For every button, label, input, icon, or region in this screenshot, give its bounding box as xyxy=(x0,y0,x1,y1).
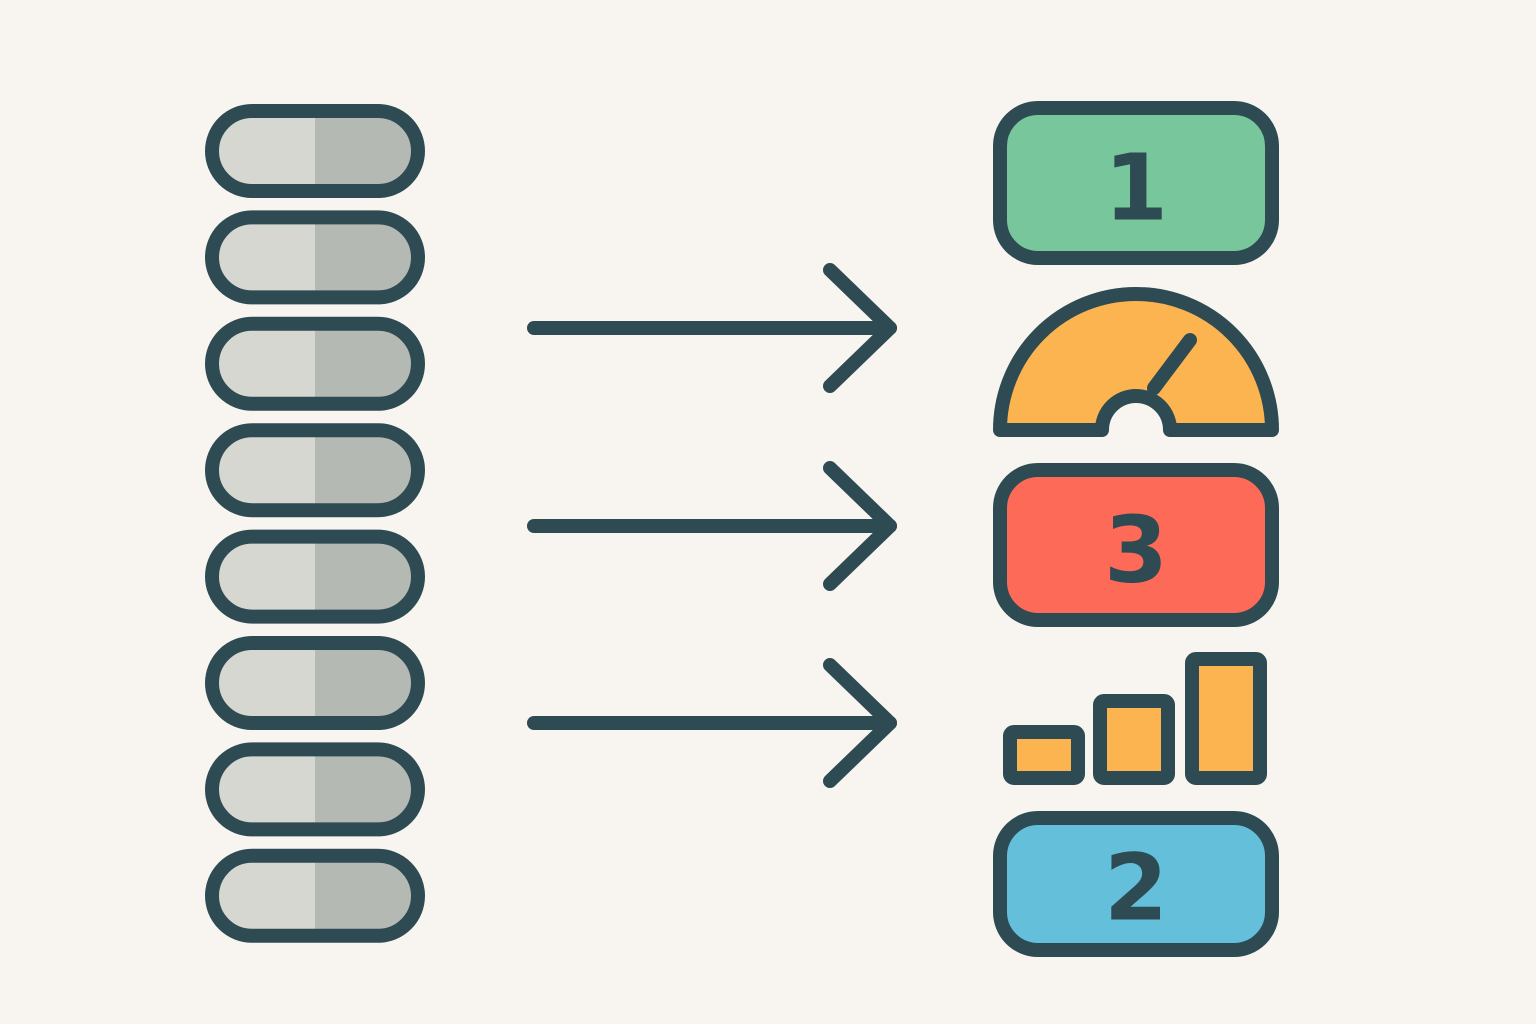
arrow-right-icon xyxy=(527,658,897,788)
badge-3-number: 3 xyxy=(1104,497,1168,604)
list-item-pill xyxy=(205,210,425,305)
pill-outline xyxy=(205,529,425,624)
pill-outline xyxy=(205,316,425,411)
badge-2-box xyxy=(993,811,1279,957)
list-item-pill xyxy=(205,848,425,943)
bar-chart-icon xyxy=(1003,652,1267,785)
arrow-right-icon xyxy=(527,263,897,393)
gauge-needle xyxy=(1147,333,1197,395)
list-item-pill xyxy=(205,742,425,837)
gauge-arc xyxy=(993,287,1279,437)
badge-2-number: 2 xyxy=(1104,835,1168,942)
rank-badge-3: 3 xyxy=(993,463,1279,627)
pill-outline xyxy=(205,636,425,730)
list-item-pill xyxy=(205,423,425,518)
pill-outline xyxy=(205,742,425,837)
bar-chart-bar xyxy=(1093,694,1175,785)
badge-1-number: 1 xyxy=(1104,135,1168,242)
pill-outline xyxy=(205,848,425,943)
rank-badge-2: 2 xyxy=(993,811,1279,957)
list-item-pill xyxy=(205,529,425,624)
list-item-pill xyxy=(205,104,425,198)
pill-outline xyxy=(205,423,425,518)
bar-chart-bar xyxy=(1185,652,1267,785)
pill-outline xyxy=(205,210,425,305)
bar-chart-bar xyxy=(1003,725,1085,785)
badge-1-box xyxy=(993,101,1279,265)
arrow-group xyxy=(527,263,897,788)
list-item-pill xyxy=(205,316,425,411)
input-list xyxy=(205,104,425,943)
badge-3-box xyxy=(993,463,1279,627)
gauge-icon xyxy=(993,287,1279,437)
rank-badge-1: 1 xyxy=(993,101,1279,265)
arrow-right-icon xyxy=(527,461,897,591)
pill-outline xyxy=(205,104,425,198)
list-item-pill xyxy=(205,636,425,730)
